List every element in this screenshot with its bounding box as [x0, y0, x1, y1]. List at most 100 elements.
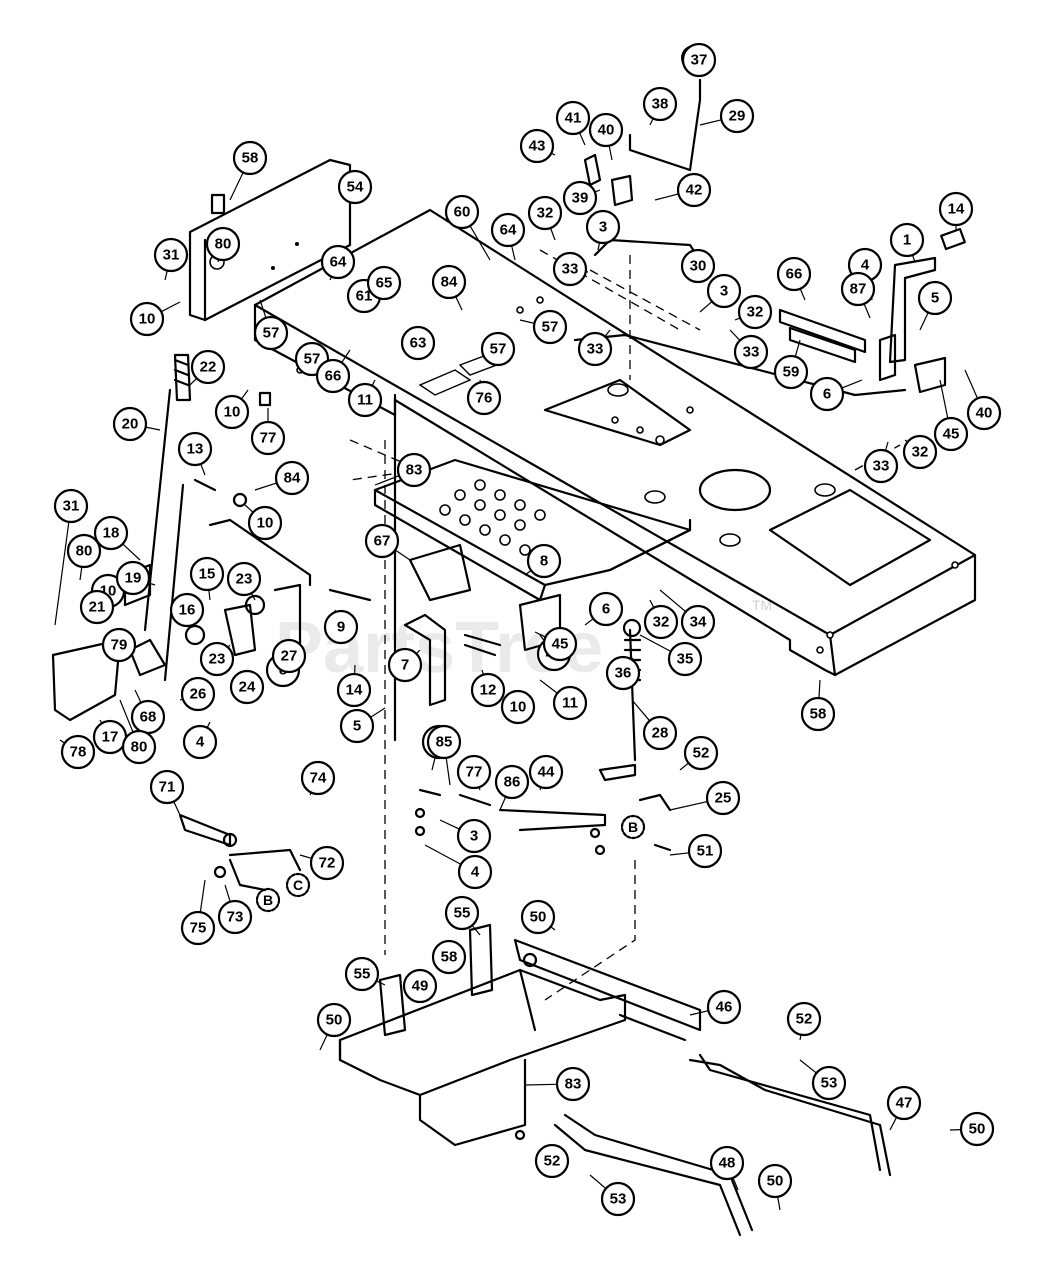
callout-number: 80 — [131, 739, 148, 756]
leader-line — [199, 879, 206, 913]
part-callout: 41 — [555, 100, 591, 146]
callout-number: 77 — [260, 430, 277, 447]
callout-circle — [364, 523, 400, 559]
part-callout: 46 — [689, 989, 742, 1025]
callout-number: 35 — [677, 651, 694, 668]
part-callout: 45 — [534, 626, 578, 662]
left-pedal-part — [51, 353, 372, 722]
leader-line — [639, 634, 672, 652]
callout-circle — [562, 180, 598, 216]
leader-line — [841, 379, 863, 389]
part-callout: 24 — [229, 669, 265, 705]
callout-number: 33 — [562, 261, 579, 278]
callout-circle — [344, 956, 380, 992]
callout-number: 63 — [410, 335, 427, 352]
callout-circle — [534, 1143, 570, 1179]
callout-number: 44 — [538, 764, 555, 781]
part-callout: 68 — [130, 689, 166, 735]
callout-number: 6 — [602, 601, 610, 618]
callout-circle — [271, 638, 307, 674]
leader-line — [160, 301, 181, 313]
callout-circle — [642, 86, 678, 122]
callout-circle — [520, 899, 556, 935]
callout-number: 33 — [587, 341, 604, 358]
leader-line — [669, 852, 690, 856]
callout-number: 64 — [330, 254, 347, 271]
part-callout: 63 — [400, 325, 436, 361]
callout-circle — [786, 1001, 822, 1037]
callout-circle — [470, 672, 506, 708]
callout-number: 75 — [190, 920, 207, 937]
leader-line — [654, 193, 679, 201]
callout-number: 37 — [691, 52, 708, 69]
part-callout: 50 — [757, 1163, 793, 1211]
part-callout: 17 — [92, 719, 128, 755]
callout-circle — [190, 349, 226, 385]
leader-line — [649, 599, 655, 608]
leader-line — [777, 1196, 781, 1211]
callout-circle — [339, 708, 375, 744]
callout-number: 36 — [615, 665, 632, 682]
callout-circle — [667, 641, 703, 677]
part-callout: 57 — [253, 299, 289, 351]
callout-circle — [800, 696, 836, 732]
callout-circle — [426, 724, 462, 760]
callout-circle — [966, 395, 1002, 431]
callout-circle — [153, 237, 189, 273]
part-callout: 25 — [669, 780, 741, 816]
part-callout: 52 — [786, 1001, 822, 1041]
callout-number: 5 — [931, 290, 939, 307]
leader-line — [549, 227, 556, 241]
callout-number: 87 — [850, 281, 867, 298]
part-callout: 38 — [642, 86, 678, 126]
callout-circle — [643, 604, 679, 640]
callout-circle — [347, 382, 383, 418]
callout-circle — [863, 448, 899, 484]
part-callout: 51 — [669, 833, 723, 869]
callout-circle — [121, 729, 157, 765]
leader-line — [224, 884, 231, 902]
part-callout: 3 — [439, 818, 492, 854]
callout-circle — [366, 265, 402, 301]
part-callout: 5 — [339, 707, 386, 744]
callout-number: 1 — [903, 232, 911, 249]
leader-line — [818, 679, 821, 699]
callout-circle — [214, 394, 250, 430]
callout-number: 73 — [227, 909, 244, 926]
part-callout: 1 — [889, 222, 925, 263]
callout-circle — [387, 647, 423, 683]
callout-number: 45 — [943, 426, 960, 443]
callout-circle — [315, 358, 351, 394]
leader-line — [604, 329, 611, 337]
part-callout: 57 — [519, 309, 568, 345]
part-callout: 15 — [189, 556, 225, 601]
callout-circle — [320, 244, 356, 280]
leader-line — [524, 570, 532, 576]
part-callout: 77 — [250, 408, 286, 456]
part-callout: 4 — [182, 721, 218, 760]
callout-circle — [528, 754, 564, 790]
callout-number: 46 — [716, 999, 733, 1016]
callout-circle — [250, 420, 286, 456]
leader-line — [469, 225, 491, 261]
callout-number: 50 — [326, 1012, 343, 1029]
callout-circle — [500, 689, 536, 725]
callout-circle — [431, 939, 467, 975]
callout-circle — [687, 833, 723, 869]
leader-line — [799, 288, 806, 301]
part-callout: 32 — [643, 599, 679, 640]
callout-circle — [205, 226, 241, 262]
part-callout: 50 — [316, 1002, 352, 1051]
callout-number: 21 — [89, 599, 106, 616]
leader-line — [584, 618, 594, 626]
part-callout: 23 — [199, 641, 235, 677]
callout-circle — [889, 222, 925, 258]
leader-line — [164, 270, 168, 281]
callout-number: 31 — [63, 498, 80, 515]
callout-number: 40 — [976, 405, 993, 422]
callout-circle — [737, 294, 773, 330]
callout-number: 33 — [873, 458, 890, 475]
part-callout: 85 — [426, 724, 462, 786]
leader-line — [208, 589, 211, 601]
callout-number: 72 — [319, 855, 336, 872]
